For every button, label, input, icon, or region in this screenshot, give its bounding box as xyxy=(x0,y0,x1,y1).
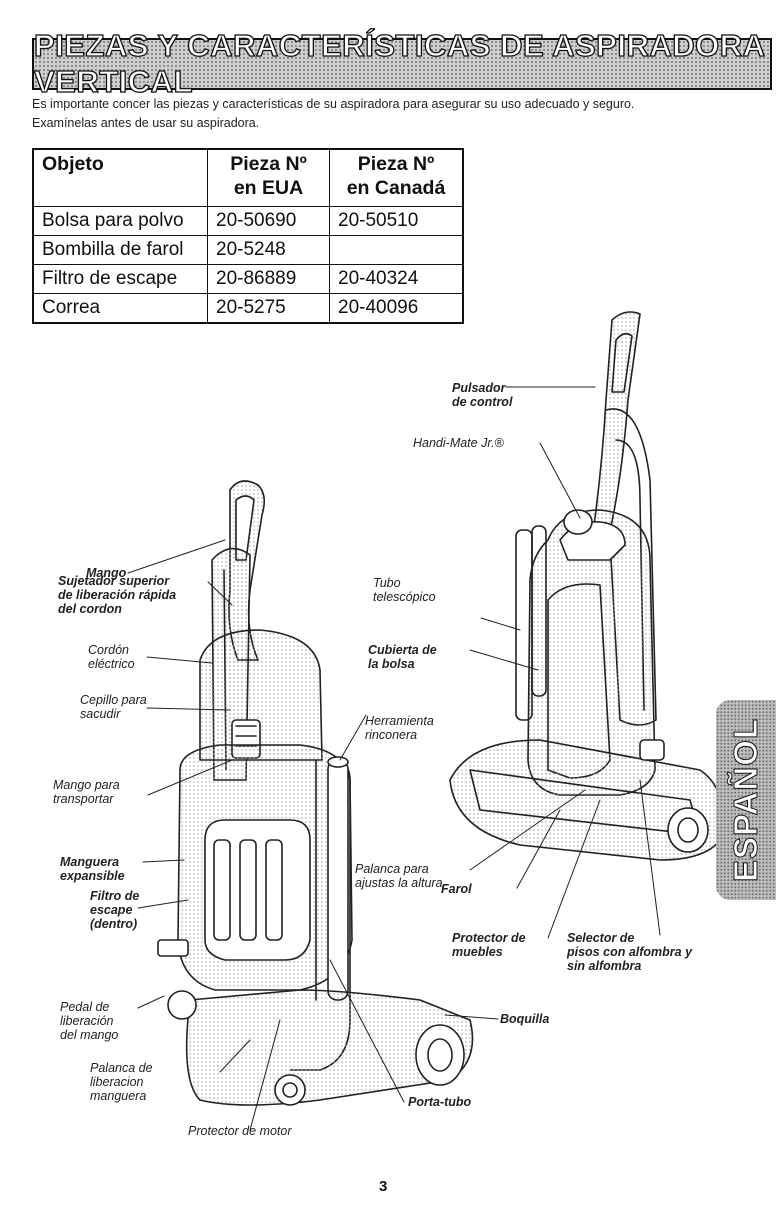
header-us-line-2: en EUA xyxy=(233,177,304,199)
label-herramienta: Herramienta rinconera xyxy=(365,714,434,742)
table-row: Correa 20-5275 20-40096 xyxy=(32,293,464,324)
label-herramienta-line-1: Herramienta xyxy=(365,714,434,728)
label-palanca-manguera-line-2: liberacion xyxy=(90,1075,144,1089)
label-filtro-line-2: escape xyxy=(90,903,133,917)
label-sujetador-line-3: del cordon xyxy=(58,602,122,616)
right-vacuum xyxy=(449,311,724,861)
header-us: Pieza Nº en EUA xyxy=(207,148,330,207)
label-mango-transportar-line-2: transportar xyxy=(53,792,114,806)
vacuum-illustration xyxy=(127,311,724,1131)
label-herramienta-line-2: rinconera xyxy=(365,728,418,742)
label-mango-transportar: Mango para transportar xyxy=(53,778,120,806)
cell-us: 20-5248 xyxy=(207,235,330,265)
cell-item: Correa xyxy=(32,293,208,324)
label-selector: Selector de pisos con alfombra y sin alf… xyxy=(567,931,692,973)
label-cordon-line-1: Cordón xyxy=(88,643,129,657)
page-title: PIEZAS Y CARACTERÍSTICAS DE ASPIRADORA V… xyxy=(33,27,765,99)
header-us-line-1: Pieza Nº xyxy=(230,153,307,175)
cell-item: Bombilla de farol xyxy=(32,235,208,265)
cell-ca: 20-40324 xyxy=(329,264,464,294)
label-palanca-manguera-line-1: Palanca de xyxy=(90,1061,153,1075)
label-pedal: Pedal de liberación del mango xyxy=(60,1000,118,1042)
table-row: Filtro de escape 20-86889 20-40324 xyxy=(32,264,464,294)
label-mango: Mango xyxy=(86,566,127,580)
label-sujetador-line-1: Sujetador superior xyxy=(58,574,170,588)
cell-ca: 20-50510 xyxy=(329,206,464,236)
cell-us: 20-86889 xyxy=(207,264,330,294)
table-row: Bolsa para polvo 20-50690 20-50510 xyxy=(32,206,464,236)
cell-ca xyxy=(329,235,464,265)
header-item: Objeto xyxy=(32,148,208,207)
label-protector-muebles-line-2: muebles xyxy=(452,945,503,959)
label-cubierta: Cubierta de la bolsa xyxy=(368,643,437,671)
parts-table: Objeto Pieza Nº en EUA Pieza Nº en Canad… xyxy=(32,148,464,324)
label-filtro: Filtro de escape (dentro) xyxy=(90,889,139,931)
label-tubo-line-2: telescópico xyxy=(373,590,436,604)
label-palanca-manguera: Palanca de liberacion manguera xyxy=(90,1061,153,1103)
table-row: Bombilla de farol 20-5248 xyxy=(32,235,464,265)
label-manguera-line-1: Manguera xyxy=(60,855,120,869)
parts-table-header: Objeto Pieza Nº en EUA Pieza Nº en Canad… xyxy=(32,148,464,207)
label-cordon-line-2: eléctrico xyxy=(88,657,135,671)
label-sujetador-line-2: de liberación rápida xyxy=(58,588,177,602)
label-pulsador-line-2: de control xyxy=(452,395,513,409)
label-manguera: Manguera expansible xyxy=(60,855,125,883)
label-tubo: Tubo telescópico xyxy=(373,576,436,604)
label-protector-muebles: Protector de muebles xyxy=(452,931,526,959)
label-mango-transportar-line-1: Mango para xyxy=(53,778,120,792)
page-number: 3 xyxy=(379,1178,388,1195)
label-cordon: Cordón eléctrico xyxy=(88,643,135,671)
header-ca: Pieza Nº en Canadá xyxy=(329,148,464,207)
label-cepillo: Cepillo para sacudir xyxy=(80,693,147,721)
cell-item: Filtro de escape xyxy=(32,264,208,294)
label-pedal-line-1: Pedal de xyxy=(60,1000,110,1014)
label-cepillo-line-2: sacudir xyxy=(80,707,121,721)
label-tubo-line-1: Tubo xyxy=(373,576,401,590)
cell-item: Bolsa para polvo xyxy=(32,206,208,236)
label-selector-line-1: Selector de xyxy=(567,931,635,945)
label-protector-muebles-line-1: Protector de xyxy=(452,931,526,945)
label-manguera-line-2: expansible xyxy=(60,869,125,883)
intro-text: Es importante concer las piezas y caract… xyxy=(32,95,762,133)
label-pedal-line-3: del mango xyxy=(60,1028,119,1042)
label-cepillo-line-1: Cepillo para xyxy=(80,693,147,707)
label-pedal-line-2: liberación xyxy=(60,1014,114,1028)
label-cubierta-line-1: Cubierta de xyxy=(368,643,437,657)
label-selector-line-2: pisos con alfombra y xyxy=(567,945,693,959)
language-tab: ESPAÑOL xyxy=(716,700,776,900)
label-palanca-altura-line-1: Palanca para xyxy=(355,862,429,876)
label-pulsador: Pulsador de control xyxy=(452,381,512,409)
label-palanca-altura: Palanca para ajustas la altura xyxy=(355,862,443,890)
label-sujetador: Sujetador superior de liberación rápida … xyxy=(58,574,176,616)
label-selector-line-3: sin alfombra xyxy=(567,959,642,973)
language-tab-label: ESPAÑOL xyxy=(727,717,765,883)
leader-lines xyxy=(127,386,661,1131)
label-cubierta-line-2: la bolsa xyxy=(368,657,415,671)
label-protector-motor: Protector de motor xyxy=(188,1124,292,1138)
label-porta-tubo: Porta-tubo xyxy=(408,1095,472,1109)
label-handi-mate: Handi-Mate Jr.® xyxy=(413,436,504,450)
label-palanca-manguera-line-3: manguera xyxy=(90,1089,147,1103)
cell-ca: 20-40096 xyxy=(329,293,464,324)
header-ca-line-2: en Canadá xyxy=(346,177,446,199)
header-ca-line-1: Pieza Nº xyxy=(357,153,435,175)
title-banner: PIEZAS Y CARACTERÍSTICAS DE ASPIRADORA V… xyxy=(32,27,772,100)
label-filtro-line-1: Filtro de xyxy=(90,889,140,903)
cell-us: 20-50690 xyxy=(207,206,330,236)
intro-line-1: Es importante concer las piezas y caract… xyxy=(32,97,635,111)
label-filtro-line-3: (dentro) xyxy=(90,917,138,931)
cell-us: 20-5275 xyxy=(207,293,330,324)
label-boquilla: Boquilla xyxy=(500,1012,550,1026)
label-palanca-altura-line-2: ajustas la altura xyxy=(355,876,443,890)
label-pulsador-line-1: Pulsador xyxy=(452,381,506,395)
label-farol: Farol xyxy=(441,882,472,896)
left-vacuum xyxy=(157,480,474,1106)
intro-line-2: Examínelas antes de usar su aspiradora. xyxy=(32,116,260,130)
